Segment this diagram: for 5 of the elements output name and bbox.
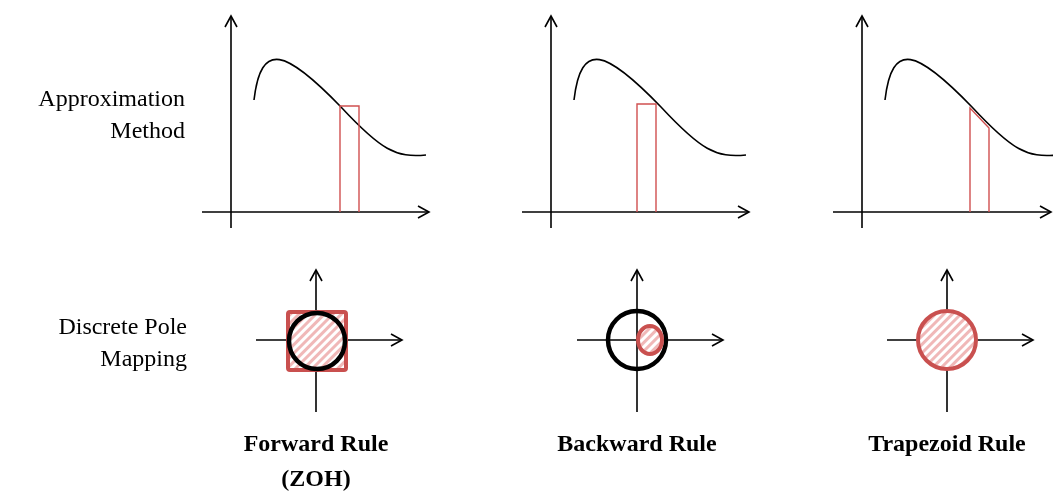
- row-label: Approximation Method: [37, 84, 185, 145]
- method-label: Backward Rule: [556, 429, 718, 458]
- row-label: Discrete Pole Mapping: [57, 312, 187, 373]
- method-label: Forward Rule (ZOH): [242, 429, 390, 492]
- method-label: Trapezoid Rule: [867, 429, 1027, 458]
